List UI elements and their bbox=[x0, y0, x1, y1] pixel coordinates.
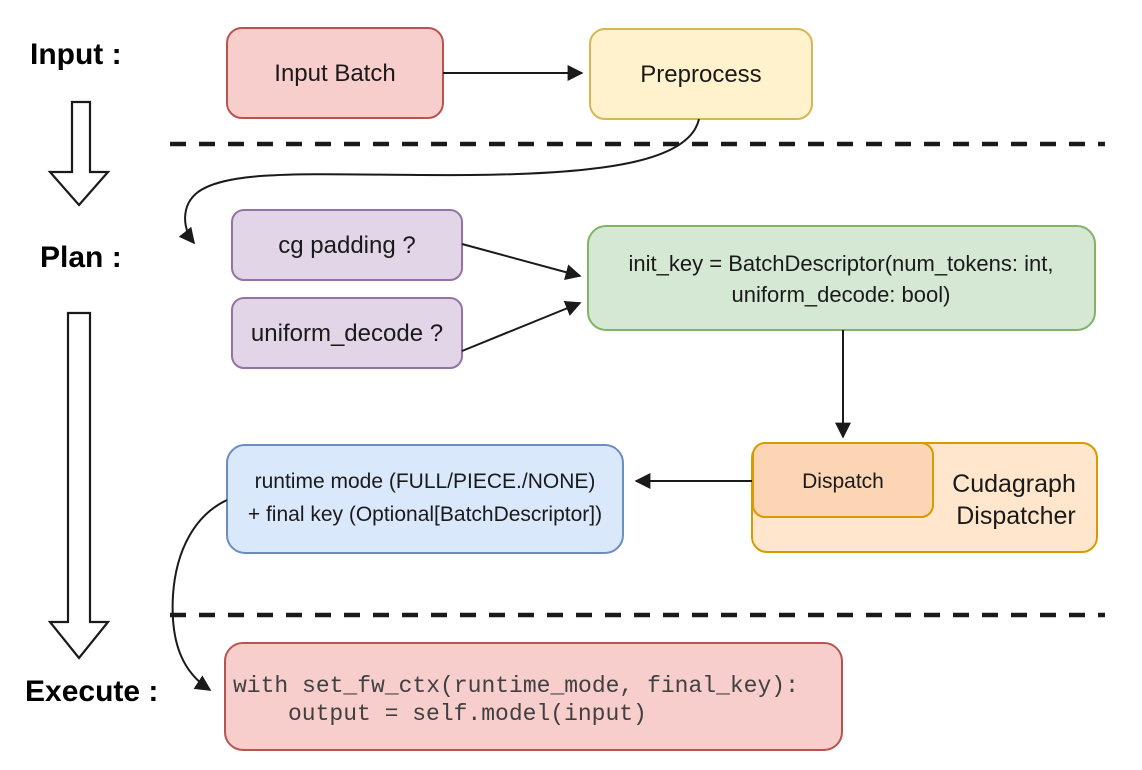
preprocess-node bbox=[589, 28, 813, 120]
runtime-mode-label-line2: + final key (Optional[BatchDescriptor]) bbox=[248, 503, 602, 526]
cudagraph-dispatcher-label-line2: Dispatcher bbox=[956, 502, 1076, 530]
preprocess-to-cg-padding-connector bbox=[178, 118, 700, 245]
execute-code-line2: output = self.model(input) bbox=[288, 701, 647, 727]
runtime-mode-node bbox=[226, 444, 624, 554]
input-batch-label: Input Batch bbox=[274, 60, 395, 87]
cg-padding-to-init-key-connector bbox=[461, 243, 582, 280]
runtime-mode-label-line1: runtime mode (FULL/PIECE./NONE) bbox=[255, 470, 596, 493]
execute-code-node bbox=[224, 642, 843, 751]
plan-to-execute-arrow-icon bbox=[47, 311, 111, 660]
init-key-label-line2: uniform_decode: bool) bbox=[732, 282, 951, 307]
execute-code-line1: with set_fw_ctx(runtime_mode, final_key)… bbox=[233, 673, 799, 699]
dispatch-label: Dispatch bbox=[802, 470, 884, 493]
dispatch-node bbox=[752, 442, 934, 518]
execute-section-label: Execute : bbox=[25, 675, 158, 708]
runtime-mode-to-execute-connector bbox=[171, 499, 228, 691]
uniform-decode-node bbox=[231, 297, 463, 369]
uniform-decode-label: uniform_decode ? bbox=[251, 320, 443, 347]
input-section-label: Input : bbox=[30, 38, 122, 71]
init-key-label-line1: init_key = BatchDescriptor(num_tokens: i… bbox=[629, 251, 1054, 276]
init-key-node bbox=[587, 225, 1096, 331]
uniform-decode-to-init-key-connector bbox=[461, 301, 582, 352]
cg-padding-label: cg padding ? bbox=[278, 232, 415, 259]
preprocess-label: Preprocess bbox=[640, 61, 761, 88]
input-to-plan-arrow-icon bbox=[47, 100, 111, 207]
cudagraph-dispatcher-label-line1: Cudagraph bbox=[952, 470, 1076, 498]
plan-section-label: Plan : bbox=[40, 241, 122, 274]
